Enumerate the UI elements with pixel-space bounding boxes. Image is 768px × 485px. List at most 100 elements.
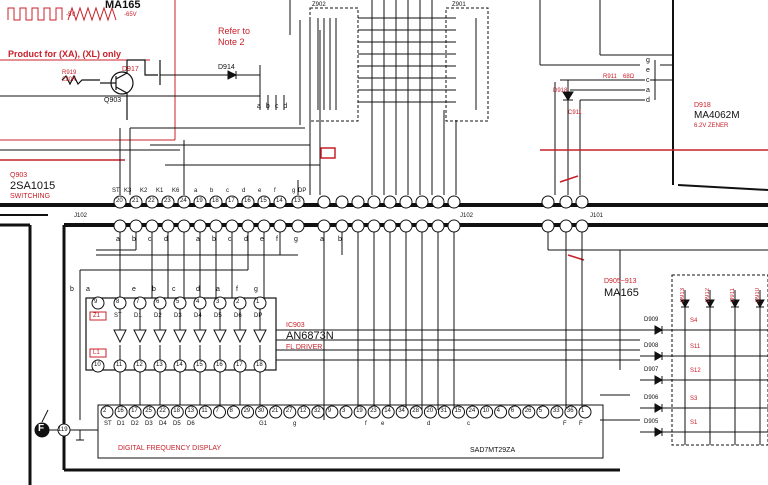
display-pin-label: f (365, 421, 367, 427)
r919-label: R919 (62, 70, 77, 76)
j102-pin-number: 17 (228, 198, 235, 204)
connector-bottom-letter: d (244, 236, 248, 243)
j102-top-label: c (226, 188, 229, 194)
tr-letter-g: g (646, 57, 650, 64)
ic903-top-pin-label: D2 (154, 313, 162, 319)
display-pin-number: 27 (285, 408, 293, 414)
display-pin (339, 405, 353, 419)
ic903-bottom-pin-number: 12 (136, 362, 143, 368)
ic903-top-pin-number: 9 (94, 299, 98, 305)
display-pin-number: 33 (552, 408, 560, 414)
qtrans-desc: SWITCHING (10, 193, 51, 200)
ic903-bottom-pin-number: 11 (116, 362, 123, 368)
connector-bottom-letter: f (276, 236, 278, 243)
connector-j102-lower (113, 219, 589, 233)
display-pin-number: 32 (313, 408, 321, 414)
ic903-red-markers (89, 311, 107, 358)
display-pin-label: D6 (187, 421, 195, 427)
connector-j102-upper (113, 195, 589, 209)
connector-bottom-letter: g (294, 236, 298, 243)
diode-matrix-diodes (654, 299, 765, 437)
d918-small: D918 (553, 88, 568, 94)
ic903-top-pin-number: 4 (196, 299, 200, 305)
c911-label: C911 (568, 110, 582, 116)
display-pin (452, 405, 465, 419)
display-pin-number: 11 (201, 408, 208, 414)
ic903-desc: FL DRIVER (286, 344, 323, 351)
ic903-top-pin-number: 2 (236, 299, 240, 305)
ic903-top-pin-number: 5 (176, 299, 180, 305)
ic903-bottom-pin-number: 15 (196, 362, 203, 368)
display-pin-number: 24 (468, 408, 476, 414)
j103-name: J102 (460, 213, 474, 219)
z-boxes (309, 7, 489, 122)
wave-v1: -5V (66, 12, 76, 18)
connector-bottom-letter: e (260, 236, 264, 243)
ic903-top-pins (91, 296, 267, 310)
display-pin-number: 31 (440, 408, 448, 414)
ic903-side-letter: b (152, 286, 156, 293)
display-pin-number: 30 (257, 408, 265, 414)
display-pin-number: 34 (398, 408, 405, 414)
diode-matrix-switch-label: S12 (690, 368, 701, 374)
display-pin-number: 25 (145, 408, 152, 414)
display-pin-number: 1 (581, 408, 585, 414)
display-pin (353, 405, 367, 419)
ic903-bottom-pin-number: 18 (256, 362, 263, 368)
ic903-top-pin-label: D5 (214, 313, 222, 319)
display-pin-number: 9 (327, 408, 332, 414)
diode-matrix-switch-label: S11 (690, 344, 701, 350)
display-pin (437, 405, 451, 419)
ic903-bottom-pin-number: 13 (156, 362, 163, 368)
display-pin-label: e (381, 421, 385, 427)
diode-matrix-switch-label: S4 (690, 318, 698, 324)
r911-label: R911 (603, 74, 617, 80)
z902-label: Z902 (312, 2, 326, 8)
connector-bottom-letter: d (164, 236, 168, 243)
ic903-side-letter: e (132, 286, 136, 293)
connector-bottom-letter: b (212, 236, 216, 243)
j102-pin-number: 18 (212, 198, 219, 204)
j102-top-label: K1 (156, 188, 164, 194)
bus-lines (0, 0, 321, 195)
top-ic-label: MA165 (105, 0, 141, 11)
diode-part: MA165 (604, 287, 639, 299)
refer-note: Refer to Note 2 (218, 26, 251, 47)
d914-diode (160, 70, 260, 80)
j102-top-label: K6 (172, 188, 180, 194)
j102-pin-number: 14 (276, 198, 283, 204)
display-pin (297, 405, 311, 419)
j102-pin-number: 21 (132, 198, 139, 204)
display-pin (100, 405, 114, 419)
j102-top-label: K3 (124, 188, 132, 194)
diode-matrix-col-label: D911 (730, 288, 736, 302)
display-pin (311, 405, 325, 419)
diode-matrix-switch-label: S1 (690, 420, 698, 426)
display-pin-label: D4 (159, 421, 167, 427)
tr-letter-e: e (646, 67, 650, 74)
ic903-bottom-pin-number: 16 (216, 362, 223, 368)
abcd-c: c (274, 103, 284, 110)
display-pin (381, 405, 395, 419)
diode-matrix-box (671, 274, 768, 446)
j101-name: J101 (590, 213, 604, 219)
display-body (97, 404, 604, 459)
j102-pin-number: 16 (244, 198, 251, 204)
display-pin (128, 405, 142, 419)
j102-pin-number: 24 (180, 198, 187, 204)
display-pin (325, 405, 339, 419)
display-title: DIGITAL FREQUENCY DISPLAY (118, 445, 222, 452)
ic903-side-letter: a (86, 286, 90, 293)
ic903-top-pin-number: 7 (136, 299, 140, 305)
display-pin (241, 405, 255, 419)
ic903-top-pin-label: D3 (174, 313, 182, 319)
display-pin-number: 28 (412, 408, 419, 414)
connector-bottom-letter: b (132, 236, 136, 243)
j102-top-label: a (194, 188, 198, 194)
ic903-side-letter: g (254, 286, 258, 293)
display-pin-label: D2 (131, 421, 139, 427)
d917-label: D917 (122, 66, 139, 73)
z901-label: Z901 (452, 2, 466, 8)
ic903-top-pin-number: 8 (116, 299, 120, 305)
